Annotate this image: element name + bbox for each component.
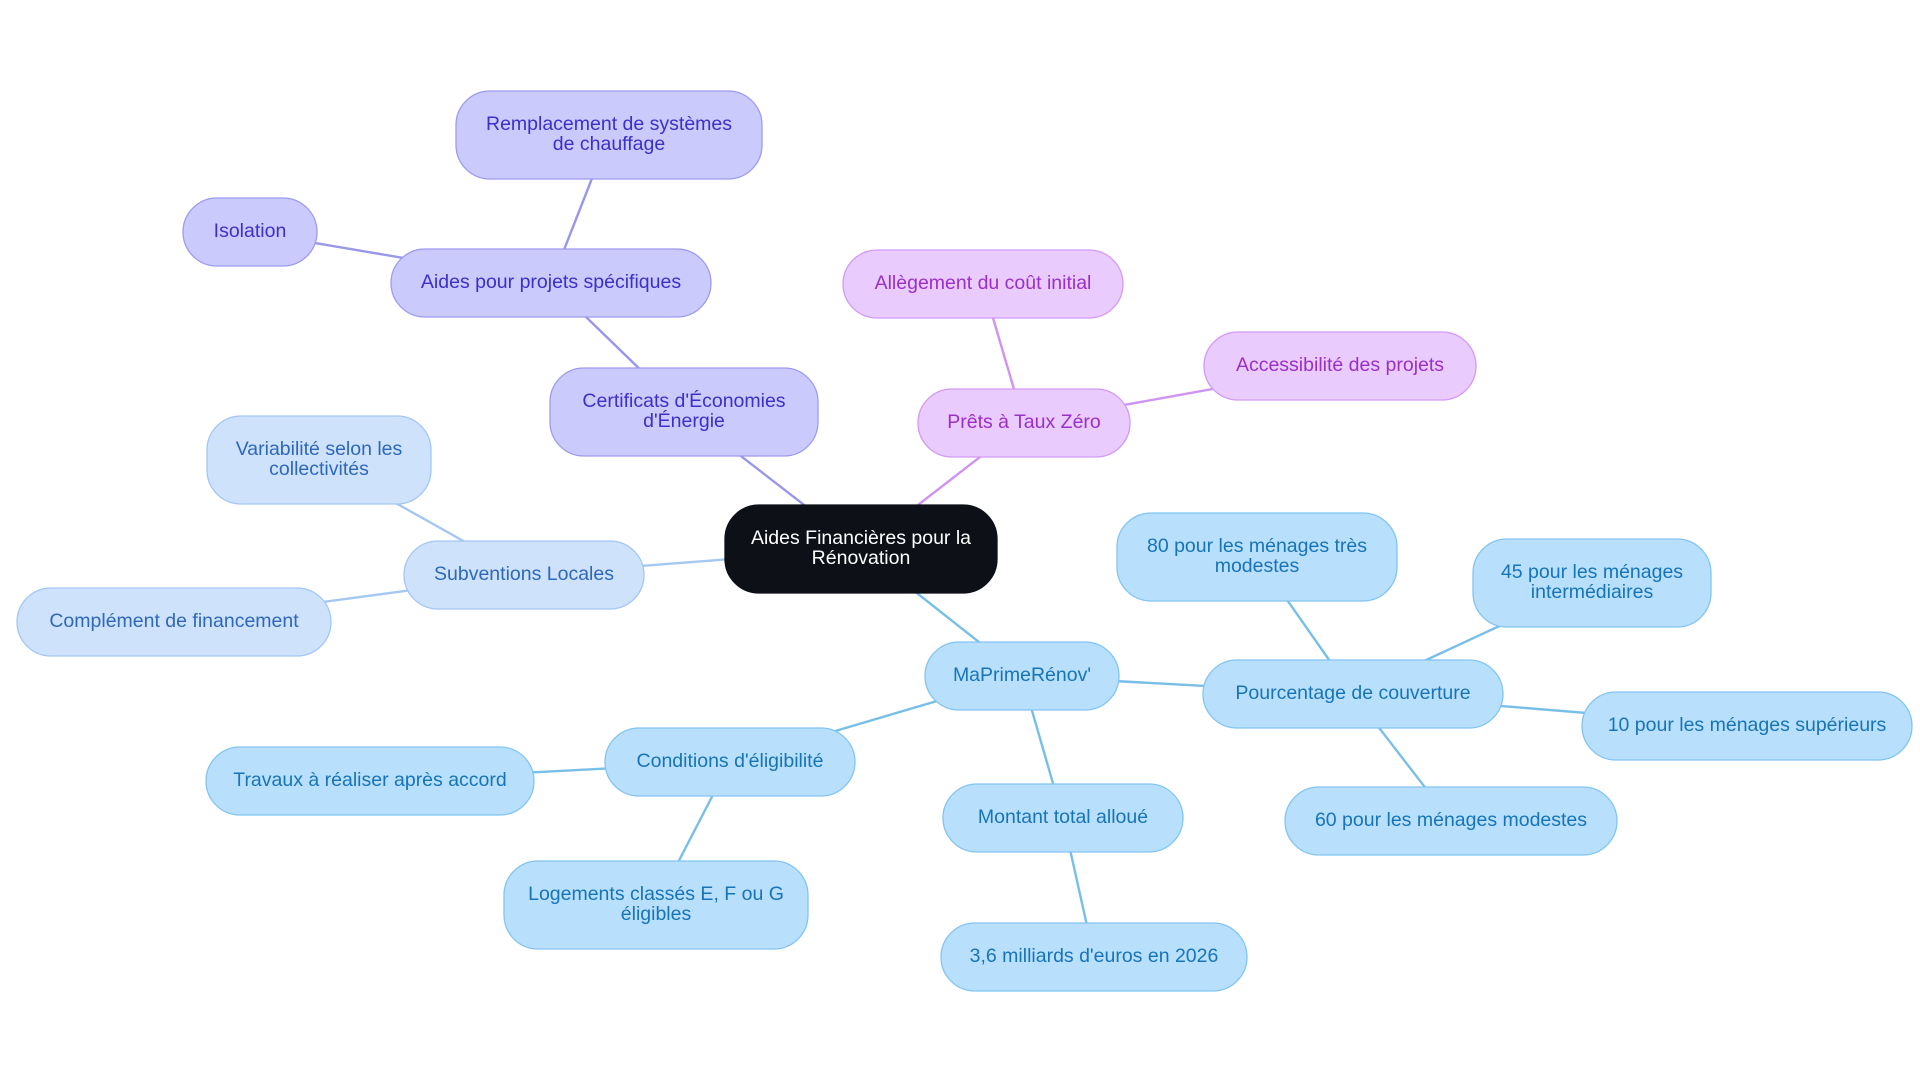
node-isolation[interactable]: Isolation xyxy=(182,197,318,267)
node-travaux-apres-accord-label-line-1: Travaux à réaliser après accord xyxy=(233,769,506,791)
branch-node-maprimerenov-label-line-1: MaPrimeRénov' xyxy=(953,664,1091,686)
branch-node-subventions-locales-box xyxy=(403,540,645,610)
node-remplacement-chauffage-label-line-1: Remplacement de systèmes xyxy=(486,113,732,135)
node-isolation-box xyxy=(182,197,318,267)
node-accessibilite-projets[interactable]: Accessibilité des projets xyxy=(1203,331,1477,401)
node-travaux-apres-accord[interactable]: Travaux à réaliser après accord xyxy=(205,746,535,816)
node-allegement-cout-initial-label-line-1: Allègement du coût initial xyxy=(875,272,1092,294)
node-montant-milliards-2026-label-line-1: 3,6 milliards d'euros en 2026 xyxy=(970,945,1219,967)
node-variabilite-collectivites-label-line-2: collectivités xyxy=(269,458,369,480)
node-pourcentage-couverture-box xyxy=(1202,659,1504,729)
node-pct-10-superieurs-label-line-1: 10 pour les ménages supérieurs xyxy=(1608,714,1887,736)
branch-node-certificats-economies-energie-label-line-1: Certificats d'Économies xyxy=(582,389,785,412)
central-topic-node-box xyxy=(724,504,998,594)
node-pct-45-intermediaires-label-line-2: intermédiaires xyxy=(1531,581,1654,603)
node-pct-80-tres-modestes-label-line-2: modestes xyxy=(1215,555,1300,577)
node-pct-60-modestes-box xyxy=(1284,786,1618,856)
node-variabilite-collectivites-label-line-1: Variabilité selon les xyxy=(236,438,403,460)
node-conditions-eligibilite-box xyxy=(604,727,856,797)
node-pct-60-modestes[interactable]: 60 pour les ménages modestes xyxy=(1284,786,1618,856)
node-montant-total-alloue-label-line-1: Montant total alloué xyxy=(978,806,1148,828)
node-montant-total-alloue-box xyxy=(942,783,1184,853)
branch-node-prets-taux-zero-label-line-1: Prêts à Taux Zéro xyxy=(947,411,1101,433)
branch-node-prets-taux-zero[interactable]: Prêts à Taux Zéro xyxy=(917,388,1131,458)
node-allegement-cout-initial[interactable]: Allègement du coût initial xyxy=(842,249,1124,319)
node-logements-eligibles-box xyxy=(503,860,809,950)
node-conditions-eligibilite-label-line-1: Conditions d'éligibilité xyxy=(637,750,824,772)
central-topic-node-label-line-1: Aides Financières pour la xyxy=(751,527,971,549)
node-aides-projets-specifiques[interactable]: Aides pour projets spécifiques xyxy=(390,248,712,318)
node-logements-eligibles-label-line-1: Logements classés E, F ou G xyxy=(528,883,784,905)
node-aides-projets-specifiques-label-line-1: Aides pour projets spécifiques xyxy=(421,271,681,293)
node-complement-financement-box xyxy=(16,587,332,657)
branch-node-subventions-locales[interactable]: Subventions Locales xyxy=(403,540,645,610)
node-complement-financement-label-line-1: Complément de financement xyxy=(49,610,299,632)
branch-node-maprimerenov-box xyxy=(924,641,1120,711)
node-pct-60-modestes-label-line-1: 60 pour les ménages modestes xyxy=(1315,809,1587,831)
node-pct-45-intermediaires-box xyxy=(1472,538,1712,628)
node-allegement-cout-initial-box xyxy=(842,249,1124,319)
node-accessibilite-projets-box xyxy=(1203,331,1477,401)
node-conditions-eligibilite[interactable]: Conditions d'éligibilité xyxy=(604,727,856,797)
node-pct-45-intermediaires-label-line-1: 45 pour les ménages xyxy=(1501,561,1683,583)
node-pct-10-superieurs[interactable]: 10 pour les ménages supérieurs xyxy=(1581,691,1913,761)
branch-node-subventions-locales-label-line-1: Subventions Locales xyxy=(434,563,614,585)
branch-node-prets-taux-zero-box xyxy=(917,388,1131,458)
branch-node-certificats-economies-energie-box xyxy=(549,367,819,457)
central-topic-node-label-line-2: Rénovation xyxy=(812,547,911,569)
node-isolation-label-line-1: Isolation xyxy=(214,220,287,242)
node-pct-80-tres-modestes-box xyxy=(1116,512,1398,602)
node-accessibilite-projets-label-line-1: Accessibilité des projets xyxy=(1236,354,1444,376)
node-remplacement-chauffage-label-line-2: de chauffage xyxy=(553,133,665,155)
node-montant-milliards-2026-box xyxy=(940,922,1248,992)
node-pct-10-superieurs-box xyxy=(1581,691,1913,761)
branch-node-certificats-economies-energie-label-line-2: d'Énergie xyxy=(643,409,725,432)
node-remplacement-chauffage-box xyxy=(455,90,763,180)
node-pourcentage-couverture[interactable]: Pourcentage de couverture xyxy=(1202,659,1504,729)
node-travaux-apres-accord-box xyxy=(205,746,535,816)
node-montant-milliards-2026[interactable]: 3,6 milliards d'euros en 2026 xyxy=(940,922,1248,992)
branch-node-maprimerenov[interactable]: MaPrimeRénov' xyxy=(924,641,1120,711)
node-pourcentage-couverture-label-line-1: Pourcentage de couverture xyxy=(1235,682,1470,704)
node-variabilite-collectivites-box xyxy=(206,415,432,505)
node-logements-eligibles-label-line-2: éligibles xyxy=(621,903,692,925)
node-complement-financement[interactable]: Complément de financement xyxy=(16,587,332,657)
node-pct-80-tres-modestes-label-line-1: 80 pour les ménages très xyxy=(1147,535,1367,557)
node-aides-projets-specifiques-box xyxy=(390,248,712,318)
node-montant-total-alloue[interactable]: Montant total alloué xyxy=(942,783,1184,853)
